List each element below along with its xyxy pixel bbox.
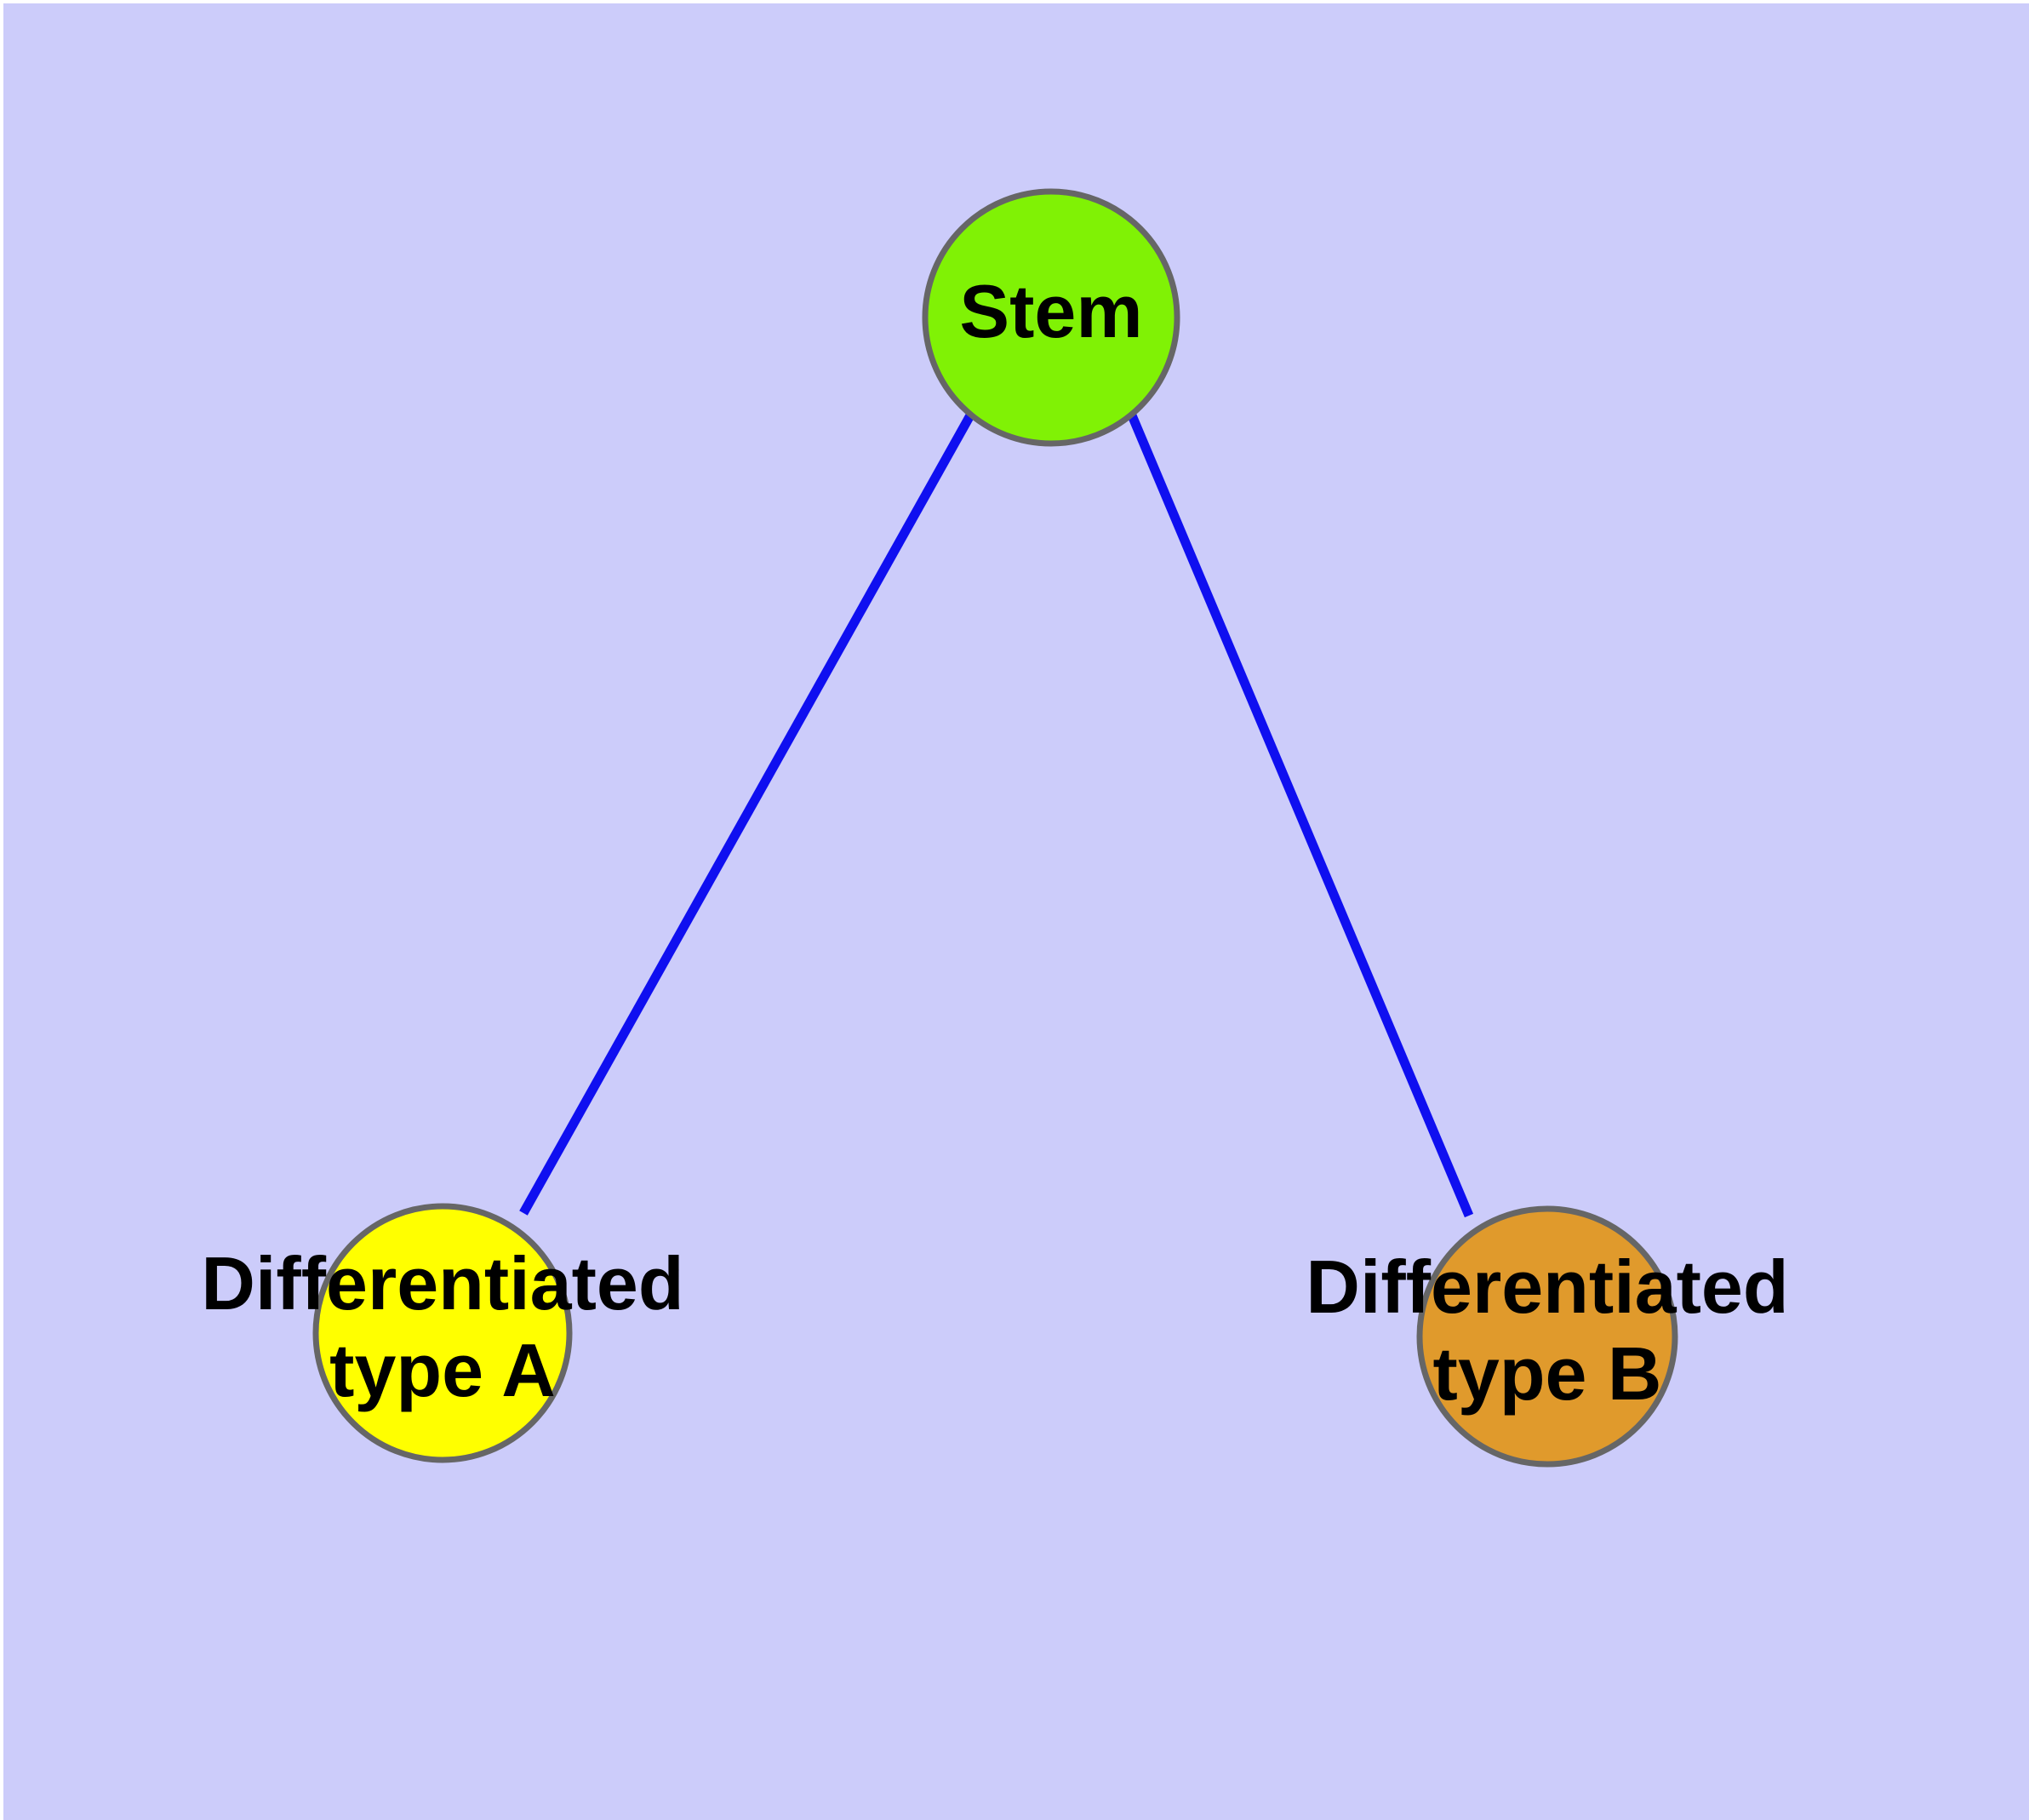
node-label-line: Differentiated <box>1306 1245 1788 1329</box>
node-label-line: type B <box>1433 1331 1662 1416</box>
graph-node-stem[interactable]: Stem <box>922 188 1180 447</box>
graph-edge-stem-to-b <box>1127 413 1474 1218</box>
node-label-stem: Stem <box>959 269 1142 353</box>
node-label-line: Stem <box>959 269 1142 353</box>
node-circle-stem[interactable] <box>922 188 1180 447</box>
node-circle-diff-a[interactable] <box>312 1203 573 1463</box>
node-label-line: Differentiated <box>201 1241 683 1325</box>
node-circle-diff-b[interactable] <box>1416 1205 1678 1468</box>
graph-edge-stem-to-a <box>519 413 974 1216</box>
node-label-line: type A <box>329 1328 556 1412</box>
edges-layer <box>519 413 1474 1218</box>
